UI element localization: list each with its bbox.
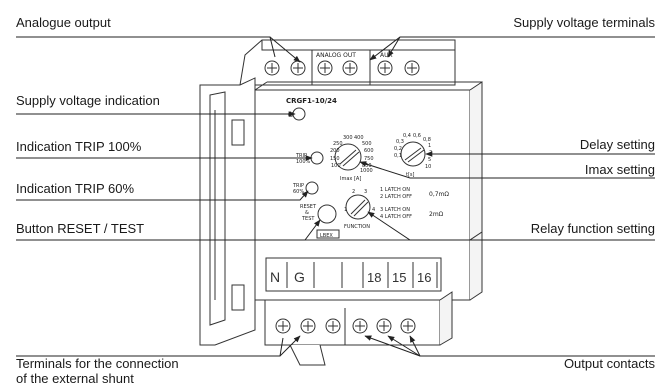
reset-marking-a: RESET — [300, 204, 317, 210]
delay-marking: t[s] — [406, 172, 415, 178]
delay-scale-2: 0,8 — [423, 137, 431, 143]
terminal-18: 18 — [367, 270, 381, 285]
label-output-contacts: Output contacts — [563, 356, 655, 371]
reset-marking-c: TEST — [301, 216, 315, 222]
function-scale-1: 3 — [364, 189, 367, 195]
function-value-2: 2mΩ — [429, 211, 444, 218]
leader-lines — [16, 36, 655, 357]
imax-scale-8: 100 — [331, 163, 341, 169]
trip60-marking-b: 60% — [293, 189, 304, 195]
terminal-g: G — [294, 269, 305, 285]
imax-marking: Imax [A] — [340, 176, 361, 182]
imax-scale-2: 250 — [333, 141, 343, 147]
delay-scale-1: 0,6 — [413, 133, 421, 139]
function-marking: FUNCTION — [344, 224, 370, 230]
function-scale-3: 4 — [372, 207, 375, 213]
terminal-16: 16 — [417, 270, 431, 285]
device-markings: ANALOG OUT AUX CRGF1-10/24 ⏻ TRIP 100% T… — [270, 52, 449, 285]
imax-scale-3: 500 — [362, 141, 372, 147]
imax-scale-6: 150 — [330, 156, 340, 162]
label-imax: Imax setting — [584, 162, 655, 177]
power-symbol: ⏻ — [288, 111, 294, 119]
relay-housing — [199, 39, 483, 366]
label-reset-test: Button RESET / TEST — [16, 221, 145, 236]
label-trip60: Indication TRIP 60% — [16, 181, 135, 196]
imax-scale-5: 600 — [364, 148, 374, 154]
function-row-3: 3 LATCH ON — [380, 207, 410, 213]
function-row-4: 4 LATCH OFF — [380, 214, 412, 220]
imax-scale-0: 300 — [343, 135, 353, 141]
trip100-led — [310, 151, 324, 165]
reset-test-button — [317, 204, 337, 224]
function-row-2: 2 LATCH OFF — [380, 194, 412, 200]
label-relay-function: Relay function setting — [530, 221, 655, 236]
label-shunt-line1: Terminals for the connection — [16, 356, 179, 371]
terminal-n: N — [270, 269, 280, 285]
analog-out-marking: ANALOG OUT — [316, 52, 356, 59]
label-delay: Delay setting — [579, 137, 655, 152]
function-row-1: 1 LATCH ON — [380, 187, 410, 193]
delay-scale-8: 5 — [428, 157, 431, 163]
label-trip100: Indication TRIP 100% — [16, 139, 142, 154]
brand-marking: LBEX — [320, 233, 333, 239]
terminal-15: 15 — [392, 270, 406, 285]
delay-scale-7: 0,1 — [394, 153, 402, 159]
function-scale-0: 2 — [352, 189, 355, 195]
delay-scale-6: 2 — [429, 150, 432, 156]
imax-scale-4: 200 — [330, 148, 340, 154]
imax-scale-10: 1000 — [360, 168, 373, 174]
label-shunt-line2: of the external shunt — [16, 371, 134, 386]
label-analogue-output: Analogue output — [16, 15, 111, 30]
trip100-marking-b: 100% — [296, 159, 311, 165]
delay-scale-4: 1 — [428, 143, 431, 149]
front-controls — [292, 107, 426, 239]
function-scale-2: 1 — [344, 207, 347, 213]
trip100-marking-a: TRIP — [295, 153, 307, 159]
imax-scale-1: 400 — [354, 135, 364, 141]
delay-scale-0: 0,4 — [403, 133, 411, 139]
delay-scale-3: 0,3 — [396, 139, 404, 145]
function-value-1: 0,7mΩ — [429, 191, 449, 198]
model-marking: CRGF1-10/24 — [286, 97, 337, 105]
delay-scale-9: 10 — [425, 164, 431, 170]
trip60-led — [305, 181, 319, 195]
trip60-marking-a: TRIP — [292, 183, 304, 189]
delay-scale-5: 0,2 — [394, 146, 402, 152]
aux-marking: AUX — [380, 52, 393, 59]
imax-scale-9: 850 — [362, 163, 372, 169]
label-supply-indication: Supply voltage indication — [16, 93, 160, 108]
imax-scale-7: 750 — [364, 156, 374, 162]
reset-marking-b: & — [305, 210, 309, 216]
label-supply-terminals: Supply voltage terminals — [513, 15, 655, 30]
